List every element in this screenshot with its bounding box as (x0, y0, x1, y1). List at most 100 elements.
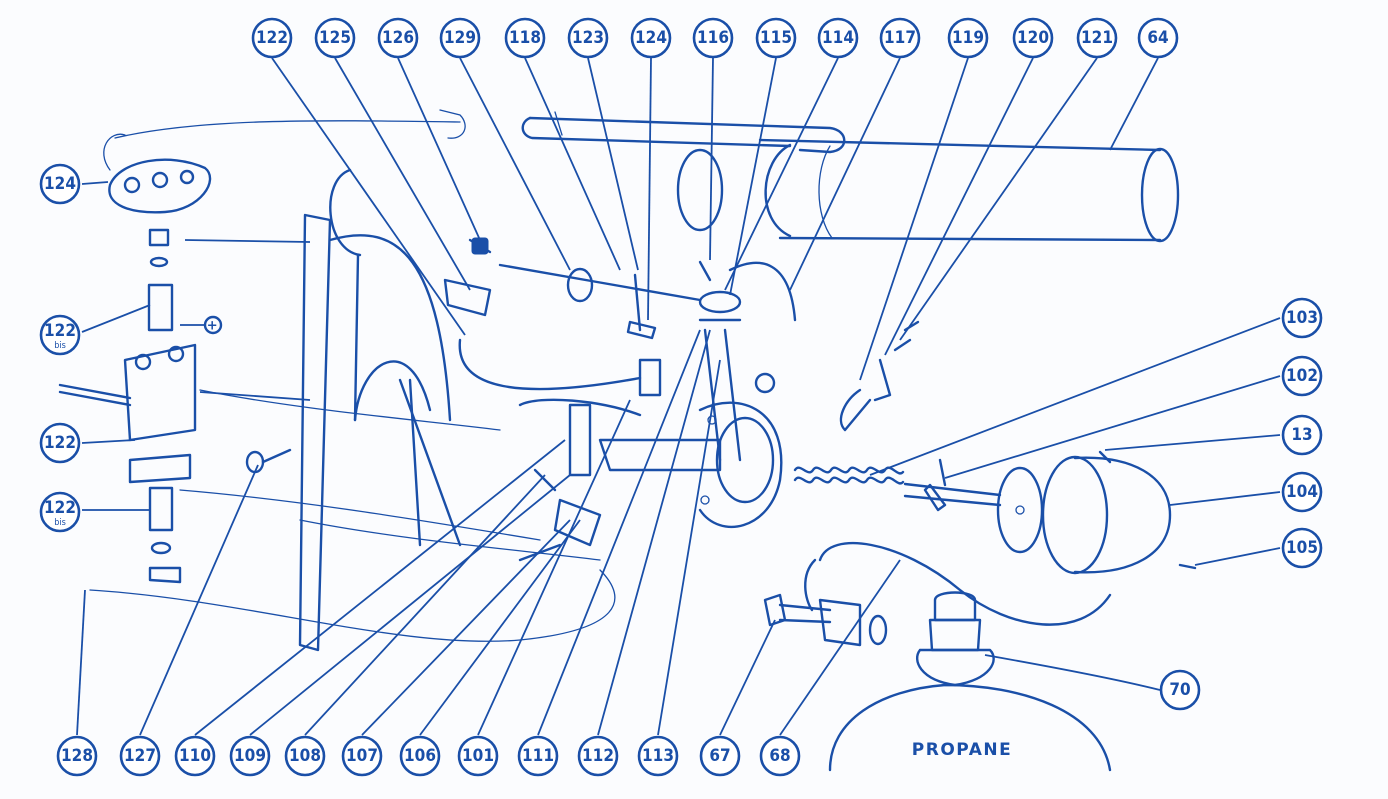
callout-number: 109 (234, 746, 266, 766)
callout-top-121: 121 (1076, 17, 1118, 59)
callout-circle (692, 17, 734, 59)
callout-circle (314, 17, 356, 59)
callout-right-105: 105 (1281, 527, 1323, 569)
callout-number: 13 (1291, 425, 1312, 445)
callout-number: 101 (462, 746, 494, 766)
upper-tube (521, 111, 846, 232)
callout-right-70: 70 (1159, 669, 1201, 711)
callout-suffix: bis (54, 518, 66, 528)
callout-number: 107 (346, 746, 378, 766)
callout-circle (1076, 17, 1118, 59)
plus-symbol: + (207, 319, 219, 334)
callout-number: 114 (822, 28, 854, 48)
callout-top-120: 120 (1012, 17, 1054, 59)
left-valve-stack (58, 133, 212, 584)
callout-bottom-111: 111 (517, 735, 559, 777)
callout-number: 127 (124, 746, 156, 766)
callout-number: 125 (319, 28, 351, 48)
regulator (763, 593, 888, 647)
callout-number: 110 (179, 746, 211, 766)
callout-circle (251, 17, 293, 59)
callout-number: 106 (404, 746, 436, 766)
callout-bottom-110: 110 (174, 735, 216, 777)
callout-left-124: 124 (39, 163, 81, 205)
leader-lines (76, 57, 1281, 736)
part-callouts: 122 125 126 129 118 123 124 116 115 114 117 119 120 1… (39, 17, 1323, 777)
callout-top-123: 123 (567, 17, 609, 59)
callout-bottom-101: 101 (457, 735, 499, 777)
callout-top-116: 116 (692, 17, 734, 59)
callout-circle (399, 735, 441, 777)
callout-bottom-127: 127 (119, 735, 161, 777)
flange-plate (698, 401, 783, 528)
callout-number: 117 (884, 28, 916, 48)
callout-number: 129 (444, 28, 476, 48)
callout-top-114: 114 (817, 17, 859, 59)
callout-top-64: 64 (1137, 17, 1179, 59)
callout-circle (1281, 297, 1323, 339)
callout-circle (879, 17, 921, 59)
callout-circle (39, 314, 81, 356)
callout-number: 123 (572, 28, 604, 48)
callout-circle (229, 735, 271, 777)
callout-number: 118 (509, 28, 541, 48)
callout-circle (174, 735, 216, 777)
callout-number: 102 (1286, 366, 1318, 386)
callout-circle (1281, 355, 1323, 397)
tank-label: PROPANE (912, 740, 1012, 760)
callout-number: 70 (1169, 680, 1190, 700)
callout-number: 115 (760, 28, 792, 48)
callout-number: 124 (44, 174, 76, 194)
callout-bottom-106: 106 (399, 735, 441, 777)
callout-circle (439, 17, 481, 59)
callout-top-119: 119 (947, 17, 989, 59)
callout-number: 120 (1017, 28, 1049, 48)
callout-circle (630, 17, 672, 59)
callout-circle (577, 735, 619, 777)
callout-number: 126 (382, 28, 414, 48)
callout-circle (457, 735, 499, 777)
callout-number: 64 (1147, 28, 1168, 48)
callout-circle (1281, 471, 1323, 513)
callout-number: 122 (44, 498, 76, 518)
callout-suffix: bis (54, 341, 66, 351)
callout-circle (341, 735, 383, 777)
callout-right-13: 13 (1281, 414, 1323, 456)
callout-circle (1012, 17, 1054, 59)
plus-marker: + (180, 315, 223, 335)
callout-bottom-108: 108 (284, 735, 326, 777)
callout-circle (1281, 414, 1323, 456)
main-pipe (758, 138, 1180, 243)
callout-circle (39, 422, 81, 464)
callout-top-126: 126 (377, 17, 419, 59)
callout-number: 122 (44, 433, 76, 453)
callout-number: 128 (61, 746, 93, 766)
spring-valve-assembly (793, 450, 1197, 575)
callout-number: 111 (522, 746, 554, 766)
callout-circle (699, 735, 741, 777)
callout-number: 122 (256, 28, 288, 48)
callout-bottom-109: 109 (229, 735, 271, 777)
callout-top-125: 125 (314, 17, 356, 59)
callout-circle (39, 163, 81, 205)
hoses (458, 261, 1112, 626)
callout-number: 119 (952, 28, 984, 48)
callout-circle (1137, 17, 1179, 59)
callout-number: 113 (642, 746, 674, 766)
callout-number: 68 (769, 746, 790, 766)
callout-circle (284, 735, 326, 777)
callout-top-129: 129 (439, 17, 481, 59)
callout-number: 105 (1286, 538, 1318, 558)
callout-right-103: 103 (1281, 297, 1323, 339)
callout-circle (817, 17, 859, 59)
callout-circle (56, 735, 98, 777)
diagram-artwork: + PROPANE (58, 57, 1281, 772)
propane-tank (828, 591, 1112, 772)
callout-number: 112 (582, 746, 614, 766)
callout-right-104: 104 (1281, 471, 1323, 513)
bolt (245, 448, 292, 474)
callout-circle (637, 735, 679, 777)
